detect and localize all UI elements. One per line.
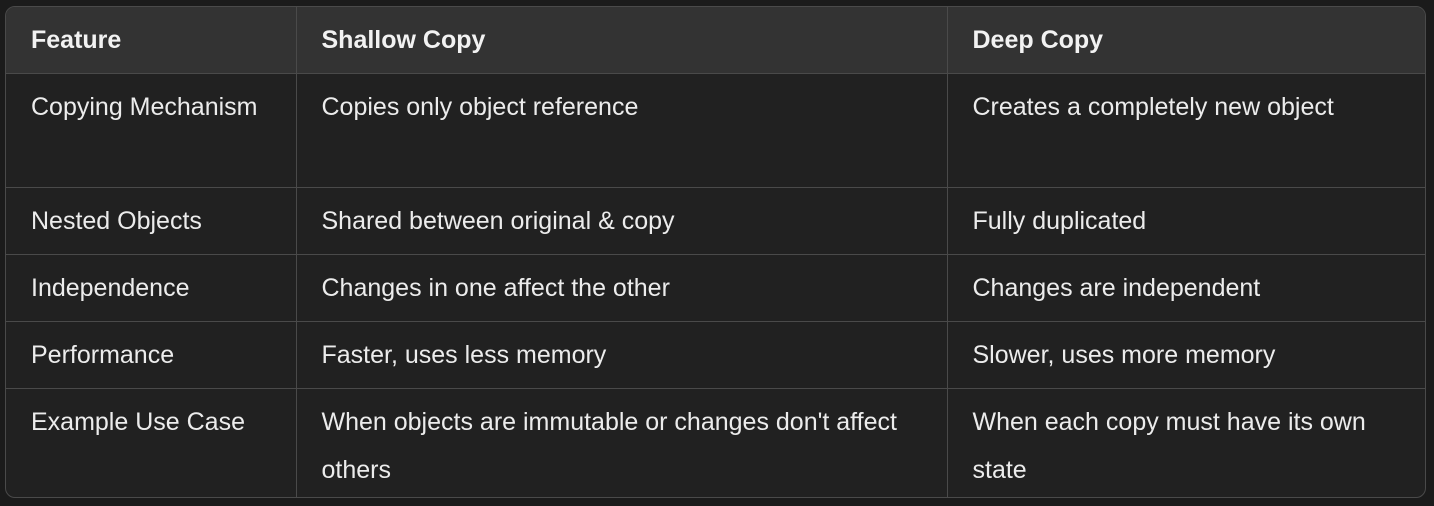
cell-shallow-copy: When objects are immutable or changes do… xyxy=(296,388,948,497)
cell-deep-copy: Changes are independent xyxy=(947,254,1425,322)
cell-shallow-copy: Changes in one affect the other xyxy=(296,254,948,322)
cell-shallow-copy: Copies only object reference xyxy=(296,73,948,188)
table-row: Example Use Case When objects are immuta… xyxy=(6,388,1425,497)
table-header: Feature Shallow Copy Deep Copy xyxy=(6,7,1425,74)
cell-feature: Performance xyxy=(6,321,297,389)
header-shallow-copy: Shallow Copy xyxy=(296,7,948,74)
cell-feature: Independence xyxy=(6,254,297,322)
table-row: Performance Faster, uses less memory Slo… xyxy=(6,321,1425,389)
cell-feature: Copying Mechanism xyxy=(6,73,297,188)
comparison-table: Feature Shallow Copy Deep Copy Copying M… xyxy=(5,6,1426,498)
header-row: Feature Shallow Copy Deep Copy xyxy=(6,7,1425,74)
cell-deep-copy: Slower, uses more memory xyxy=(947,321,1425,389)
table-row: Independence Changes in one affect the o… xyxy=(6,254,1425,322)
cell-shallow-copy: Shared between original & copy xyxy=(296,187,948,255)
header-feature: Feature xyxy=(6,7,297,74)
cell-feature: Nested Objects xyxy=(6,187,297,255)
comparison-table-grid: Feature Shallow Copy Deep Copy Copying M… xyxy=(6,7,1425,497)
cell-deep-copy: Creates a completely new object xyxy=(947,73,1425,188)
table-row: Nested Objects Shared between original &… xyxy=(6,187,1425,255)
cell-shallow-copy: Faster, uses less memory xyxy=(296,321,948,389)
cell-deep-copy: Fully duplicated xyxy=(947,187,1425,255)
cell-feature: Example Use Case xyxy=(6,388,297,497)
table-row: Copying Mechanism Copies only object ref… xyxy=(6,73,1425,188)
table-body: Copying Mechanism Copies only object ref… xyxy=(6,73,1425,497)
header-deep-copy: Deep Copy xyxy=(947,7,1425,74)
cell-deep-copy: When each copy must have its own state xyxy=(972,408,1366,484)
